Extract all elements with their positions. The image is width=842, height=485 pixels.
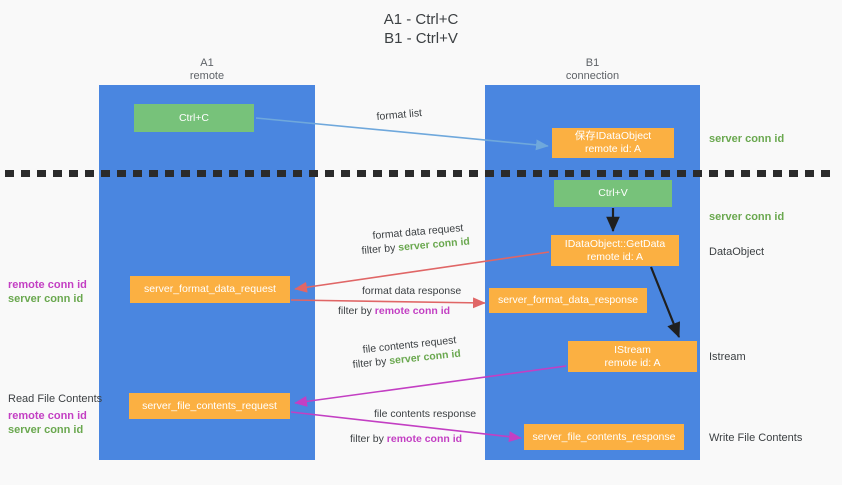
edge-label-file-contents-response-filter: filter by remote conn id	[350, 432, 462, 446]
label-server-conn-id: server conn id	[8, 293, 84, 305]
label-dataobject: DataObject	[709, 246, 765, 258]
arrow-format-data-response	[290, 297, 486, 309]
node-save-idataobject[interactable]: 保存IDataObject remote id: A	[552, 128, 674, 158]
filter-value-remote-conn-id: remote conn id	[374, 305, 451, 317]
page-title: A1 - Ctrl+C B1 - Ctrl+V	[383, 11, 459, 47]
column-header-a1: A1 remote	[189, 57, 225, 82]
column-header-b1: B1 connection	[565, 57, 620, 82]
node-ctrl-c[interactable]: Ctrl+C	[134, 104, 254, 132]
node-istream[interactable]: IStream remote id: A	[568, 341, 697, 372]
label-conn-ids-format: remote conn id server conn id	[8, 278, 87, 306]
label-remote-conn-id-file: remote conn id	[8, 410, 87, 422]
node-ctrl-v[interactable]: Ctrl+V	[554, 180, 672, 207]
label-server-conn-id-file: server conn id	[8, 424, 84, 436]
node-server-format-data-response[interactable]: server_format_data_response	[489, 288, 647, 313]
filter-prefix: filter by	[361, 241, 399, 257]
filter-prefix: filter by	[352, 355, 390, 371]
edge-label-file-contents-response: file contents response	[374, 408, 477, 420]
node-server-format-data-request[interactable]: server_format_data_request	[130, 276, 290, 303]
node-server-file-contents-request[interactable]: server_file_contents_request	[129, 393, 290, 419]
edge-label-format-data-response-filter: filter by remote conn id	[338, 304, 450, 318]
phase-divider	[5, 170, 830, 177]
node-idataobject-getdata[interactable]: IDataObject::GetData remote id: A	[551, 235, 679, 266]
edge-label-format-list: format list	[376, 107, 423, 123]
edge-label-format-data-response: format data response	[362, 285, 462, 297]
node-server-file-contents-response[interactable]: server_file_contents_response	[524, 424, 684, 450]
filter-prefix: filter by	[338, 305, 375, 317]
label-server-conn-id-mid: server conn id	[709, 211, 785, 223]
filter-prefix: filter by	[350, 433, 387, 445]
label-server-conn-id-top: server conn id	[709, 133, 785, 145]
label-remote-conn-id: remote conn id	[8, 279, 87, 291]
filter-value-remote-conn-id: remote conn id	[386, 433, 463, 445]
label-read-file-contents: Read File Contents	[8, 393, 103, 405]
label-read-file-contents-group: Read File Contents remote conn id server…	[8, 392, 102, 437]
label-write-file-contents: Write File Contents	[709, 432, 803, 444]
label-istream: Istream	[709, 351, 746, 363]
